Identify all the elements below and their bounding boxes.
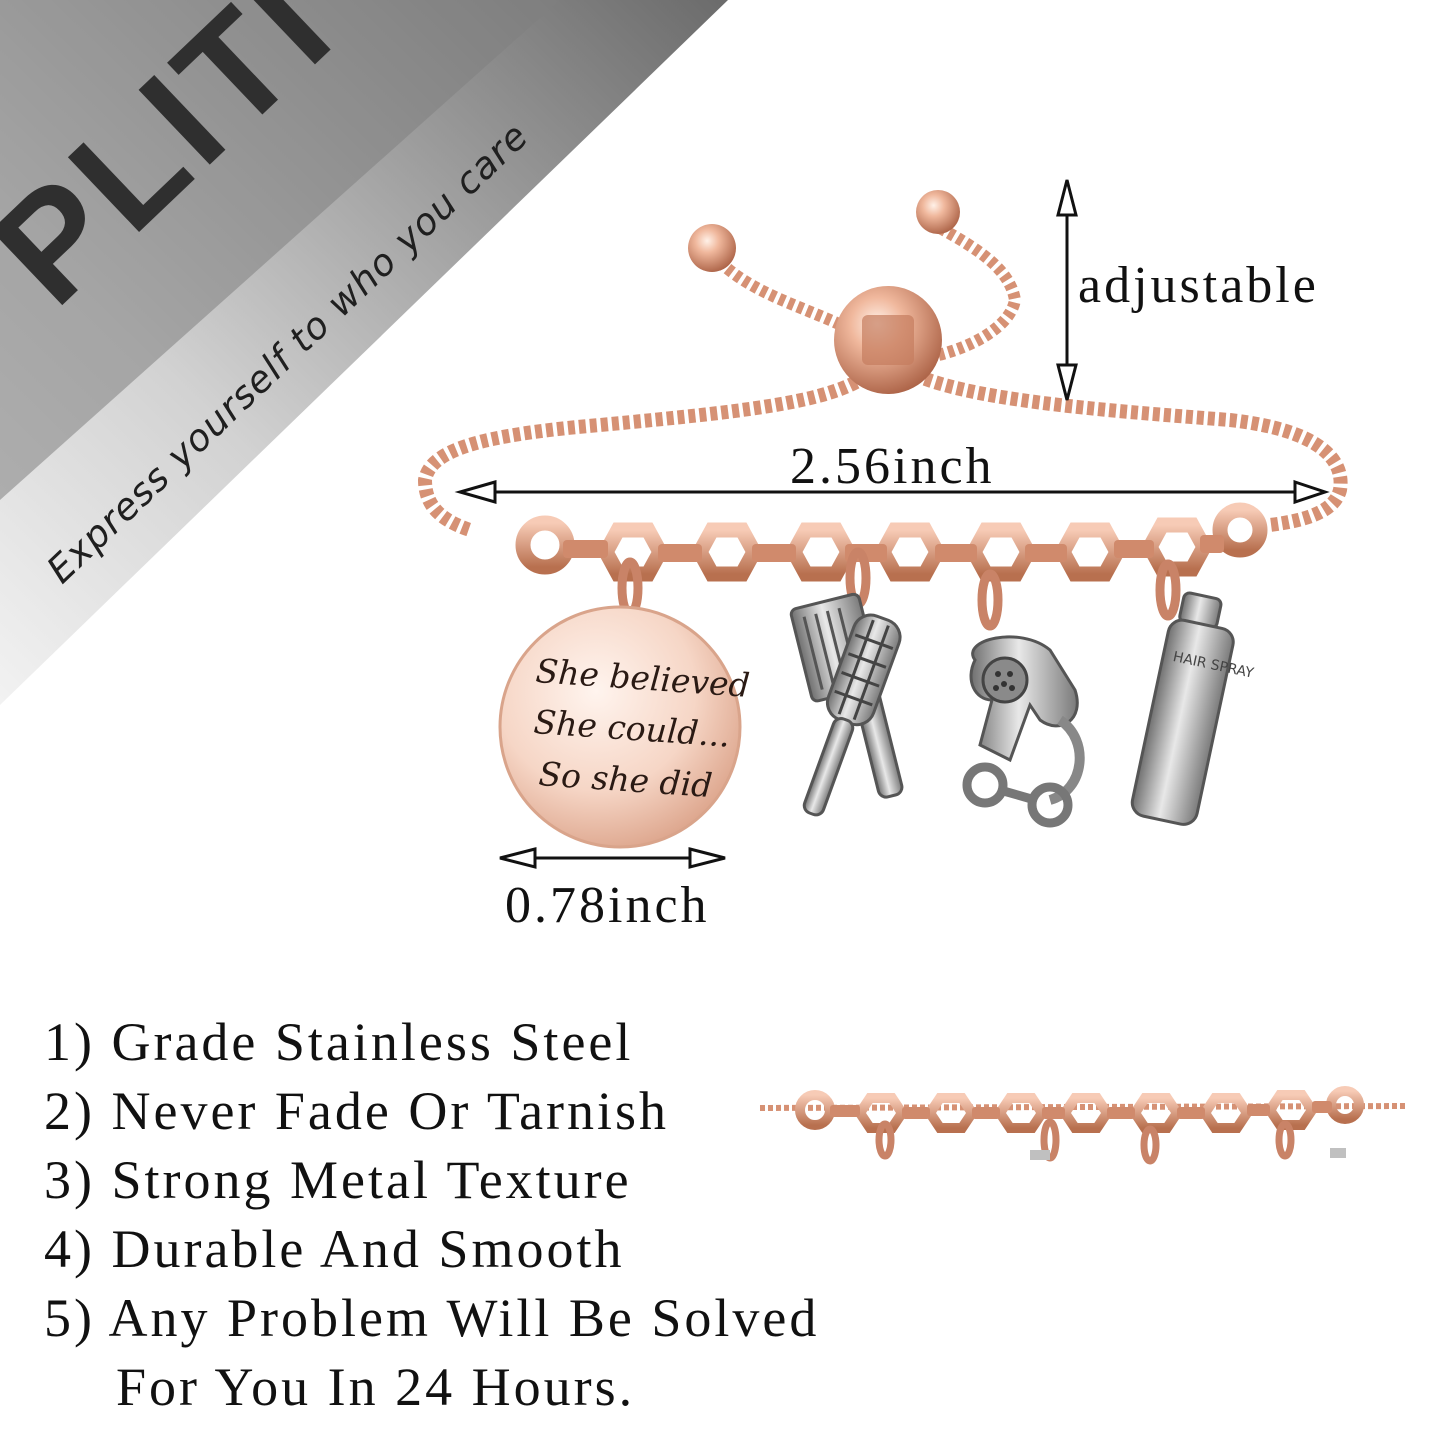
width-label: 2.56inch bbox=[790, 438, 995, 495]
feature-item: 3) Strong Metal Texture bbox=[44, 1150, 632, 1210]
end-bead-left bbox=[688, 224, 736, 272]
adjustable-label: adjustable bbox=[1078, 257, 1319, 314]
comb-brush-icon bbox=[789, 592, 904, 817]
feature-item: 1) Grade Stainless Steel bbox=[44, 1012, 634, 1072]
closeup-link-strip bbox=[759, 1086, 1406, 1165]
hair-dryer-icon bbox=[962, 635, 1085, 828]
feature-list: 1) Grade Stainless Steel 2) Never Fade O… bbox=[44, 1008, 819, 1422]
engraved-charm: She believed She could... So she did bbox=[498, 605, 751, 849]
feature-item: 2) Never Fade Or Tarnish bbox=[44, 1081, 670, 1141]
dimension-lines bbox=[454, 179, 1330, 869]
hair-spray-icon: HAIR SPRAY bbox=[1130, 591, 1255, 826]
feature-item: 5) Any Problem Will Be Solved bbox=[44, 1288, 820, 1348]
charm-diameter-label: 0.78inch bbox=[505, 877, 710, 934]
feature-item-continuation: For You In 24 Hours. bbox=[116, 1357, 636, 1417]
feature-item: 4) Durable And Smooth bbox=[44, 1219, 625, 1279]
bracelet bbox=[417, 190, 1348, 631]
end-bead-right bbox=[916, 190, 960, 234]
